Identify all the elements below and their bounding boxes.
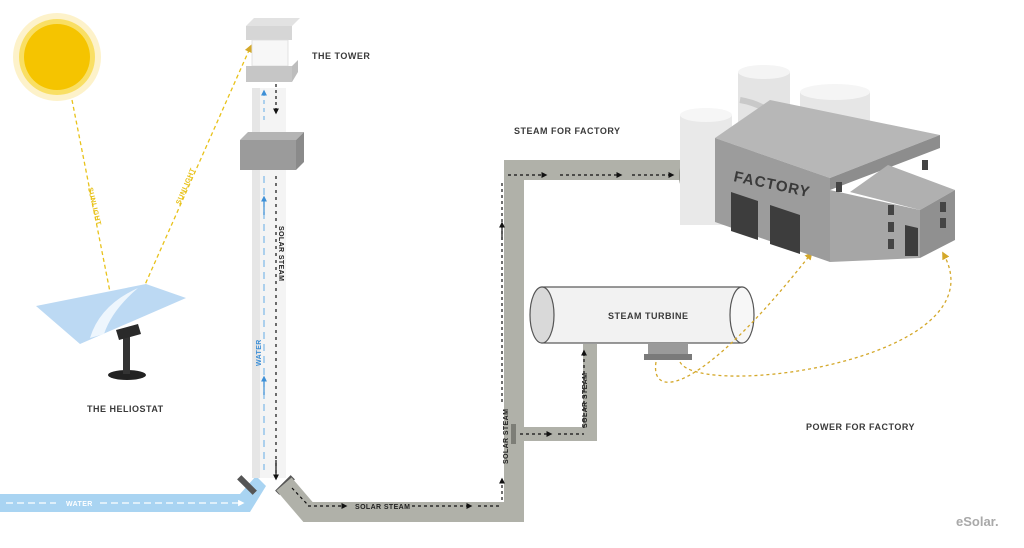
tower-label: THE TOWER	[312, 51, 370, 61]
esolar-logo: eSolar.	[956, 514, 999, 529]
tower: SOLAR STEAM WATER	[240, 18, 304, 481]
power-lines	[654, 251, 952, 383]
sunlight-label-1: SUNLIGHT	[86, 187, 102, 227]
solar-steam-label-riser: SOLAR STEAM	[503, 409, 510, 464]
power-for-factory-label: POWER FOR FACTORY	[806, 422, 915, 432]
steam-for-factory-label: STEAM FOR FACTORY	[514, 126, 621, 136]
heliostat-label: THE HELIOSTAT	[87, 404, 164, 414]
solar-steam-label-bottom: SOLAR STEAM	[355, 504, 410, 511]
steam-turbine-label: STEAM TURBINE	[608, 311, 689, 321]
solar-steam-label-tower: SOLAR STEAM	[277, 226, 284, 281]
steam-turbine: STEAM TURBINE	[529, 286, 755, 360]
solar-steam-label-turbine: SOLAR STEAM	[582, 373, 589, 428]
sunlight-rays: SUNLIGHT SUNLIGHT	[71, 44, 252, 297]
water-label-tower: WATER	[256, 339, 263, 366]
water-label-bottom: WATER	[66, 501, 93, 508]
steam-pipe: SOLAR STEAM SOLAR STEAM SOLAR STEAM	[276, 160, 687, 522]
heliostat-icon	[36, 284, 186, 380]
factory-building: FACTORY	[680, 65, 955, 262]
sunlight-label-2: SUNLIGHT	[175, 167, 197, 206]
sun-icon	[13, 13, 101, 101]
water-pipe: WATER	[0, 476, 266, 512]
